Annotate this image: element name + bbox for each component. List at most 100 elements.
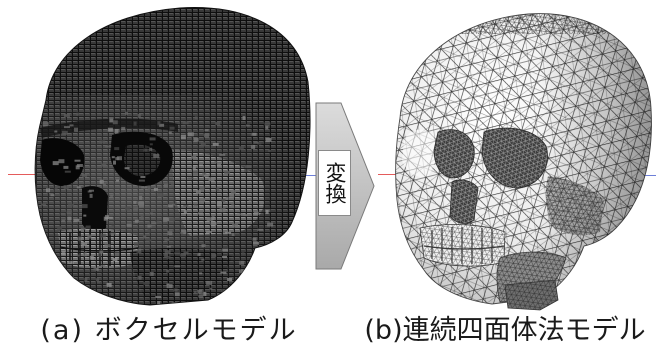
voxel-speck (61, 213, 65, 215)
voxel-speck (151, 222, 156, 224)
voxel-speck (199, 198, 205, 202)
voxel-speck (259, 202, 263, 205)
voxel-speck (183, 121, 189, 124)
voxel-speck (198, 295, 203, 298)
voxel-speck (101, 164, 106, 167)
voxel-speck (181, 135, 186, 139)
voxel-speck (113, 258, 118, 261)
voxel-speck (214, 161, 217, 163)
voxel-speck (222, 256, 227, 258)
voxel-speck (254, 212, 259, 215)
voxel-speck (77, 164, 83, 167)
voxel-speck (244, 270, 248, 273)
voxel-speck (64, 185, 69, 189)
voxel-speck (217, 202, 222, 206)
voxel-speck (193, 166, 196, 170)
voxel-speck (231, 190, 236, 194)
voxel-speck (139, 180, 145, 182)
voxel-speck (205, 129, 209, 131)
voxel-speck (54, 131, 57, 133)
voxel-speck (121, 127, 125, 130)
voxel-speck (139, 196, 142, 200)
voxel-speck (193, 171, 198, 175)
voxel-speck (261, 273, 266, 277)
voxel-speck (215, 122, 220, 125)
voxel-speck (64, 126, 70, 128)
voxel-speck (146, 239, 152, 241)
voxel-speck (154, 188, 158, 191)
voxel-speck (184, 252, 189, 255)
voxel-speck (209, 288, 212, 290)
voxel-speck (125, 167, 130, 169)
voxel-speck (133, 207, 138, 210)
voxel-speck (147, 225, 151, 228)
voxel-speck (202, 244, 206, 247)
voxel-speck (263, 274, 266, 276)
voxel-speck (49, 256, 54, 260)
voxel-speck (221, 199, 225, 202)
voxel-speck (245, 165, 251, 168)
voxel-speck (157, 121, 160, 125)
voxel-speck (73, 219, 79, 222)
voxel-speck (169, 218, 175, 222)
voxel-speck (195, 116, 198, 119)
voxel-speck (174, 265, 180, 267)
voxel-speck (170, 127, 175, 130)
voxel-speck (107, 283, 112, 287)
voxel-speck (99, 140, 105, 143)
voxel-speck (67, 210, 72, 213)
voxel-speck (140, 176, 145, 178)
caption-voxel-model: (a) ボクセルモデル (0, 313, 338, 349)
voxel-speck (243, 116, 246, 120)
voxel-speck (52, 286, 55, 290)
voxel-speck (267, 223, 273, 227)
voxel-speck (138, 114, 141, 118)
voxel-speck (199, 272, 202, 274)
voxel-speck (266, 210, 269, 214)
voxel-speck (211, 254, 216, 257)
voxel-speck (104, 217, 108, 221)
voxel-speck (75, 160, 81, 162)
voxel-speck (174, 252, 180, 254)
voxel-speck (55, 188, 58, 192)
voxel-speck (169, 230, 173, 233)
voxel-speck (100, 265, 105, 267)
voxel-speck (244, 169, 248, 172)
voxel-speck (194, 138, 199, 142)
voxel-speck (134, 242, 139, 246)
voxel-nasal-cavity (82, 186, 108, 231)
voxel-speck (232, 233, 235, 236)
voxel-speck (206, 281, 212, 285)
voxel-speck (259, 266, 262, 269)
voxel-speck (143, 235, 146, 238)
voxel-speck (252, 133, 257, 136)
caption-tetrahedral-model: (b)連続四面体法モデル (350, 313, 660, 349)
voxel-speck (46, 188, 50, 192)
voxel-speck (252, 271, 255, 273)
voxel-speck (115, 252, 120, 256)
voxel-speck (78, 237, 82, 241)
voxel-speck (143, 282, 149, 285)
voxel-speck (229, 194, 234, 198)
voxel-speck (242, 252, 245, 255)
voxel-speck (113, 120, 118, 124)
voxel-speck (100, 180, 104, 184)
voxel-speck (183, 205, 188, 207)
voxel-speck (169, 132, 172, 134)
voxel-speck (108, 128, 113, 132)
voxel-speck (196, 190, 201, 194)
voxel-speck (239, 146, 244, 150)
voxel-speck (220, 272, 226, 274)
voxel-speck (232, 224, 238, 228)
voxel-speck (112, 225, 115, 227)
voxel-speck (150, 272, 154, 276)
voxel-speck (165, 250, 171, 254)
voxel-speck (125, 207, 130, 211)
voxel-speck (198, 253, 201, 256)
voxel-speck (138, 276, 142, 280)
voxel-speck (62, 251, 66, 255)
voxel-speck (82, 204, 88, 208)
voxel-speck (94, 268, 97, 271)
voxel-speck (167, 256, 171, 259)
voxel-speck (204, 133, 209, 137)
